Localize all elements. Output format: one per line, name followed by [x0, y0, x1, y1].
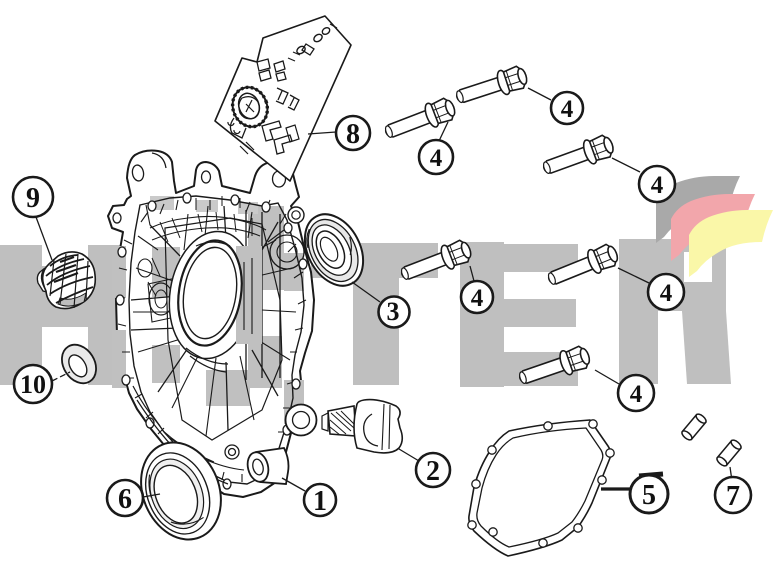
- svg-text:8: 8: [346, 119, 360, 150]
- svg-text:7: 7: [726, 481, 740, 512]
- svg-text:6: 6: [118, 484, 132, 515]
- svg-text:10: 10: [20, 370, 46, 399]
- svg-text:4: 4: [660, 280, 673, 307]
- svg-text:4: 4: [651, 172, 664, 199]
- svg-text:4: 4: [430, 145, 443, 172]
- svg-text:2: 2: [426, 456, 440, 487]
- svg-text:5: 5: [642, 480, 656, 511]
- svg-text:4: 4: [630, 381, 643, 408]
- svg-text:4: 4: [561, 96, 574, 123]
- svg-text:3: 3: [387, 297, 400, 326]
- svg-text:1: 1: [313, 486, 327, 517]
- svg-text:9: 9: [26, 183, 40, 214]
- svg-text:4: 4: [471, 285, 484, 312]
